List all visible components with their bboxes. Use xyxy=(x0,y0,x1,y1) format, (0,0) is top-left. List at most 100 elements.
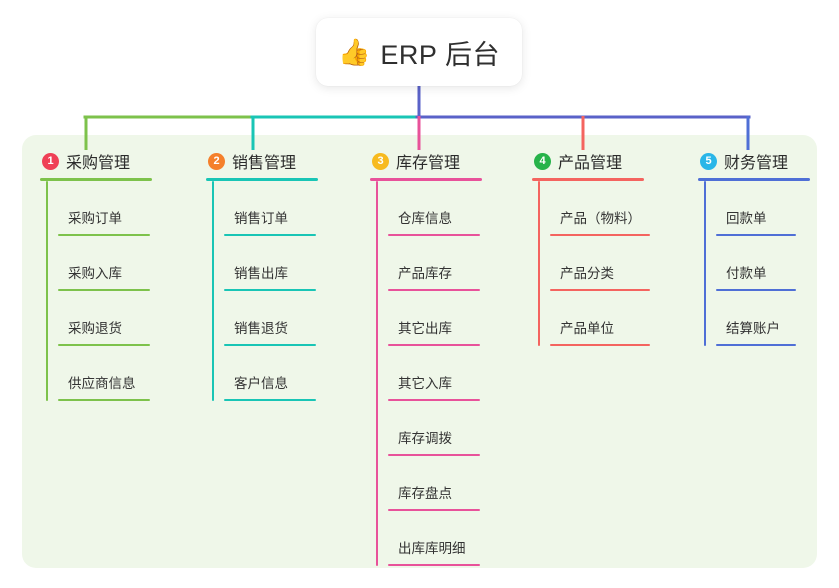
leaf-label: 出库库明细 xyxy=(398,541,466,556)
column-items: 回款单付款单结算账户 xyxy=(704,181,810,346)
leaf-rule xyxy=(550,234,650,236)
leaf-label: 结算账户 xyxy=(726,321,780,336)
leaf-node[interactable]: 库存调拨 xyxy=(388,401,482,456)
leaf-label: 销售退货 xyxy=(234,321,288,336)
leaf-label: 付款单 xyxy=(726,266,767,281)
column-badge-icon: 1 xyxy=(42,152,59,170)
leaf-label: 产品库存 xyxy=(398,266,452,281)
column-items: 销售订单销售出库销售退货客户信息 xyxy=(212,181,318,401)
thumbs-up-icon: 👍 xyxy=(338,37,371,67)
column-header-5[interactable]: 5 财务管理 xyxy=(698,148,810,174)
leaf-rule xyxy=(388,399,480,401)
leaf-node[interactable]: 产品分类 xyxy=(550,236,650,291)
leaf-label: 销售出库 xyxy=(234,266,288,281)
column-items: 采购订单采购入库采购退货供应商信息 xyxy=(46,181,152,401)
leaf-label: 其它出库 xyxy=(398,321,452,336)
column-rule xyxy=(40,178,152,181)
leaf-rule xyxy=(224,344,316,346)
column-header-2[interactable]: 2 销售管理 xyxy=(206,148,318,174)
column-4: 4 产品管理产品（物料） 产品分类产品单位 xyxy=(532,148,650,346)
leaf-node[interactable]: 其它出库 xyxy=(388,291,482,346)
column-rule xyxy=(206,178,318,181)
leaf-node[interactable]: 其它入库 xyxy=(388,346,482,401)
column-items: 仓库信息产品库存其它出库其它入库库存调拨库存盘点出库库明细 xyxy=(376,181,482,566)
leaf-node[interactable]: 产品库存 xyxy=(388,236,482,291)
leaf-label: 采购退货 xyxy=(68,321,122,336)
diagram-panel xyxy=(22,135,817,568)
leaf-label: 回款单 xyxy=(726,211,767,226)
column-header-4[interactable]: 4 产品管理 xyxy=(532,148,644,174)
leaf-node[interactable]: 回款单 xyxy=(716,181,810,236)
leaf-label: 采购入库 xyxy=(68,266,122,281)
column-title: 采购管理 xyxy=(66,155,131,172)
column-1: 1 采购管理采购订单采购入库采购退货供应商信息 xyxy=(40,148,152,401)
leaf-rule xyxy=(550,289,650,291)
leaf-node[interactable]: 销售退货 xyxy=(224,291,318,346)
leaf-node[interactable]: 付款单 xyxy=(716,236,810,291)
column-title: 销售管理 xyxy=(232,155,297,172)
leaf-label: 供应商信息 xyxy=(68,376,136,391)
leaf-node[interactable]: 销售订单 xyxy=(224,181,318,236)
column-5: 5 财务管理回款单付款单结算账户 xyxy=(698,148,810,346)
column-spine xyxy=(376,181,378,566)
leaf-rule xyxy=(388,564,480,566)
column-rule xyxy=(532,178,644,181)
leaf-label: 产品单位 xyxy=(560,321,614,336)
leaf-label: 客户信息 xyxy=(234,376,288,391)
column-3: 3 库存管理仓库信息产品库存其它出库其它入库库存调拨库存盘点出库库明细 xyxy=(370,148,482,566)
root-title: ERP 后台 xyxy=(380,39,500,70)
leaf-node[interactable]: 采购订单 xyxy=(58,181,152,236)
leaf-label: 产品分类 xyxy=(560,266,614,281)
leaf-label: 库存盘点 xyxy=(398,486,452,501)
column-2: 2 销售管理销售订单销售出库销售退货客户信息 xyxy=(206,148,318,401)
leaf-node[interactable]: 客户信息 xyxy=(224,346,318,401)
leaf-rule xyxy=(716,289,796,291)
leaf-label: 销售订单 xyxy=(234,211,288,226)
column-spine xyxy=(46,181,48,401)
column-spine xyxy=(538,181,540,346)
column-spine xyxy=(212,181,214,401)
leaf-rule xyxy=(224,234,316,236)
leaf-node[interactable]: 采购退货 xyxy=(58,291,152,346)
column-badge-icon: 5 xyxy=(700,152,717,170)
leaf-rule xyxy=(58,344,150,346)
column-header-1[interactable]: 1 采购管理 xyxy=(40,148,152,174)
leaf-node[interactable]: 销售出库 xyxy=(224,236,318,291)
leaf-label: 仓库信息 xyxy=(398,211,452,226)
leaf-label: 产品（物料） xyxy=(560,211,641,226)
leaf-label: 采购订单 xyxy=(68,211,122,226)
leaf-rule xyxy=(58,234,150,236)
leaf-node[interactable]: 采购入库 xyxy=(58,236,152,291)
leaf-rule xyxy=(388,509,480,511)
column-items: 产品（物料） 产品分类产品单位 xyxy=(538,181,650,346)
leaf-label: 库存调拨 xyxy=(398,431,452,446)
leaf-rule xyxy=(58,289,150,291)
leaf-node[interactable]: 产品（物料） xyxy=(550,181,650,236)
column-badge-icon: 3 xyxy=(372,152,389,170)
root-node[interactable]: 👍 ERP 后台 xyxy=(316,18,522,86)
column-header-3[interactable]: 3 库存管理 xyxy=(370,148,482,174)
column-badge-icon: 2 xyxy=(208,152,225,170)
leaf-node[interactable]: 产品单位 xyxy=(550,291,650,346)
leaf-rule xyxy=(224,399,316,401)
leaf-node[interactable]: 供应商信息 xyxy=(58,346,152,401)
column-rule xyxy=(370,178,482,181)
column-title: 财务管理 xyxy=(724,155,789,172)
leaf-rule xyxy=(716,234,796,236)
column-title: 产品管理 xyxy=(558,155,623,172)
leaf-rule xyxy=(388,454,480,456)
leaf-rule xyxy=(716,344,796,346)
column-rule xyxy=(698,178,810,181)
column-spine xyxy=(704,181,706,346)
leaf-node[interactable]: 库存盘点 xyxy=(388,456,482,511)
leaf-node[interactable]: 仓库信息 xyxy=(388,181,482,236)
column-badge-icon: 4 xyxy=(534,152,551,170)
column-title: 库存管理 xyxy=(396,155,461,172)
leaf-rule xyxy=(388,289,480,291)
leaf-node[interactable]: 出库库明细 xyxy=(388,511,482,566)
leaf-rule xyxy=(388,234,480,236)
leaf-node[interactable]: 结算账户 xyxy=(716,291,810,346)
leaf-rule xyxy=(550,344,650,346)
leaf-rule xyxy=(388,344,480,346)
